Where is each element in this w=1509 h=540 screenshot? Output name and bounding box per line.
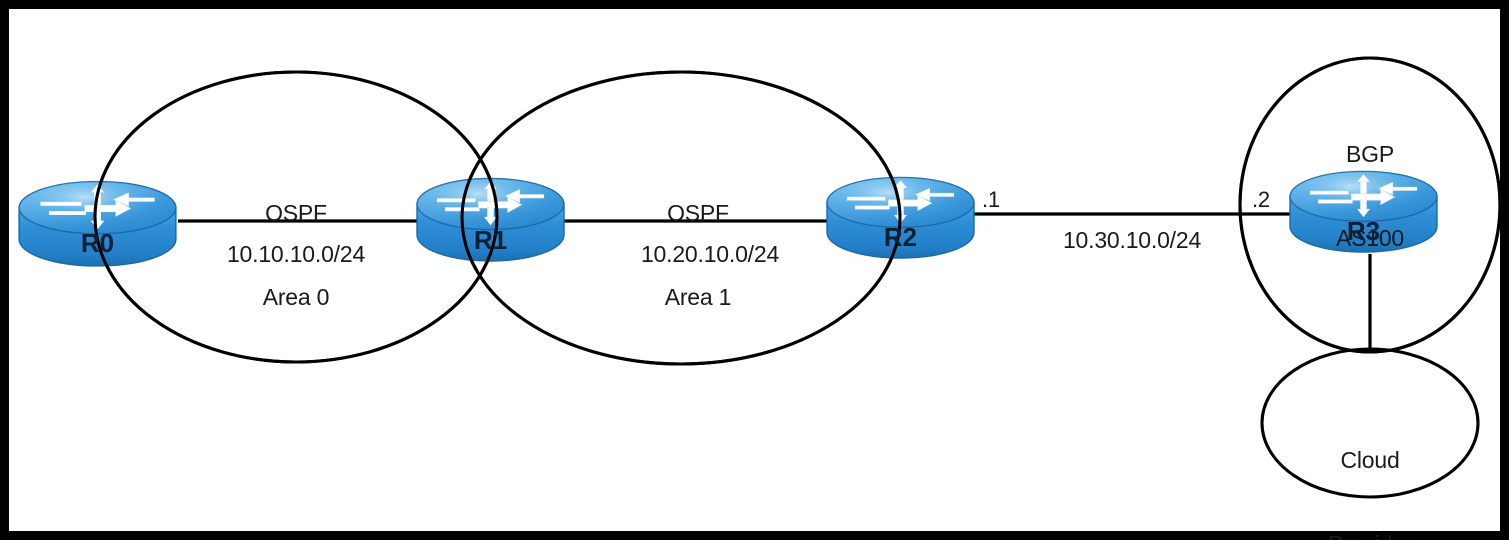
cloud-provider-label: Cloud Provider xyxy=(1280,390,1460,540)
ospf-area-0-label-line1: OSPF xyxy=(265,200,327,226)
router-r0-label: R0 xyxy=(80,228,115,258)
network-label-10-10-10-0-24: 10.10.10.0/24 xyxy=(226,241,366,267)
network-label-10-30-10-0-24: 10.30.10.0/24 xyxy=(1062,227,1202,253)
ospf-area-1-label: OSPF Area 1 xyxy=(608,143,788,367)
ospf-area-0-label-line2: Area 0 xyxy=(262,284,330,310)
interface-label-r2-dot1: .1 xyxy=(982,187,1000,212)
router-r2-label: R2 xyxy=(883,222,918,252)
cloud-provider-label-line1: Cloud xyxy=(1340,447,1400,473)
ospf-area-0-label: OSPF Area 0 xyxy=(206,143,386,367)
interface-label-r3-dot2: .2 xyxy=(1252,187,1270,212)
router-r3-label: R3 xyxy=(1346,216,1381,246)
bgp-as100-label: BGP AS100 xyxy=(1282,84,1458,308)
network-label-10-20-10-0-24: 10.20.10.0/24 xyxy=(640,241,780,267)
ospf-area-1-label-line2: Area 1 xyxy=(664,284,732,310)
bgp-as100-label-line1: BGP xyxy=(1346,141,1394,167)
router-r1-label: R1 xyxy=(473,225,508,255)
cloud-provider-label-line2: Provider xyxy=(1280,530,1460,540)
bgp-as100-label-line2: AS100 xyxy=(1335,225,1405,251)
ospf-area-1-label-line1: OSPF xyxy=(667,200,729,226)
